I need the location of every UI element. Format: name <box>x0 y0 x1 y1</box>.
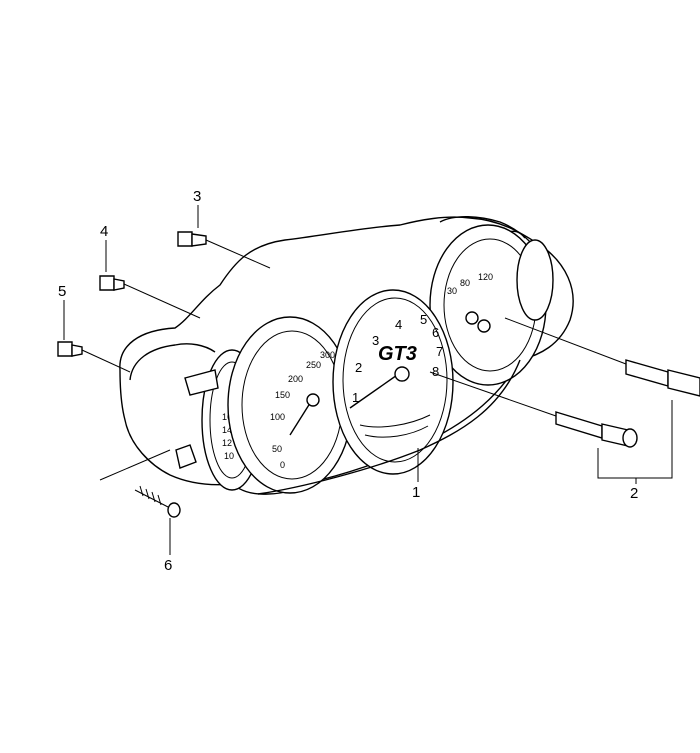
tach-label-7: 7 <box>436 344 443 359</box>
screw-6 <box>99 449 181 518</box>
gt3-logo: GT3 <box>378 343 417 365</box>
tach-label-6: 6 <box>432 325 439 340</box>
callout-5: 5 <box>58 283 66 300</box>
callout-1: 1 <box>412 484 420 501</box>
left-gauge-label-12: 12 <box>222 438 232 448</box>
pin-3 <box>177 231 271 269</box>
housing-base-edge <box>257 359 521 495</box>
speedometer-label-250: 250 <box>306 360 321 370</box>
oil-gauge-label-120: 120 <box>478 272 493 282</box>
speedometer-label-150: 150 <box>275 390 290 400</box>
tach-label-8: 8 <box>432 364 439 379</box>
left-gauge-label-10: 10 <box>224 451 234 461</box>
leader-lines <box>63 205 673 555</box>
tachometer-needle <box>349 372 401 409</box>
tach-label-2: 2 <box>355 360 362 375</box>
speedometer: 50 100 150 200 250 300 0 <box>227 316 353 494</box>
tach-label-3: 3 <box>372 333 379 348</box>
speedometer-label-200: 200 <box>288 374 303 384</box>
tachometer: 1 2 3 4 5 6 7 8 GT3 <box>332 289 454 475</box>
speedometer-label-300: 300 <box>320 350 335 360</box>
bulb-holder-long <box>504 317 700 397</box>
speedometer-label-50: 50 <box>272 444 282 454</box>
callout-3: 3 <box>193 188 201 205</box>
speedometer-needle <box>289 399 313 436</box>
callout-4: 4 <box>100 223 108 240</box>
speedometer-label-100: 100 <box>270 412 285 422</box>
left-gauge-label-14: 14 <box>222 425 232 435</box>
tach-label-5: 5 <box>420 312 427 327</box>
oil-gauge: 30 80 120 <box>429 224 554 386</box>
tach-label-4: 4 <box>395 317 402 332</box>
bulb-holder-short <box>429 371 638 448</box>
callout-2: 2 <box>630 485 638 502</box>
pin-4 <box>99 275 201 319</box>
speedometer-label-0: 0 <box>280 460 285 470</box>
oil-gauge-label-80: 80 <box>460 278 470 288</box>
left-gauge-label-16: 16 <box>222 412 232 422</box>
tach-label-1: 1 <box>352 390 359 405</box>
callout-6: 6 <box>164 557 172 574</box>
oil-gauge-label-30: 30 <box>447 286 457 296</box>
pin-5 <box>57 341 131 373</box>
